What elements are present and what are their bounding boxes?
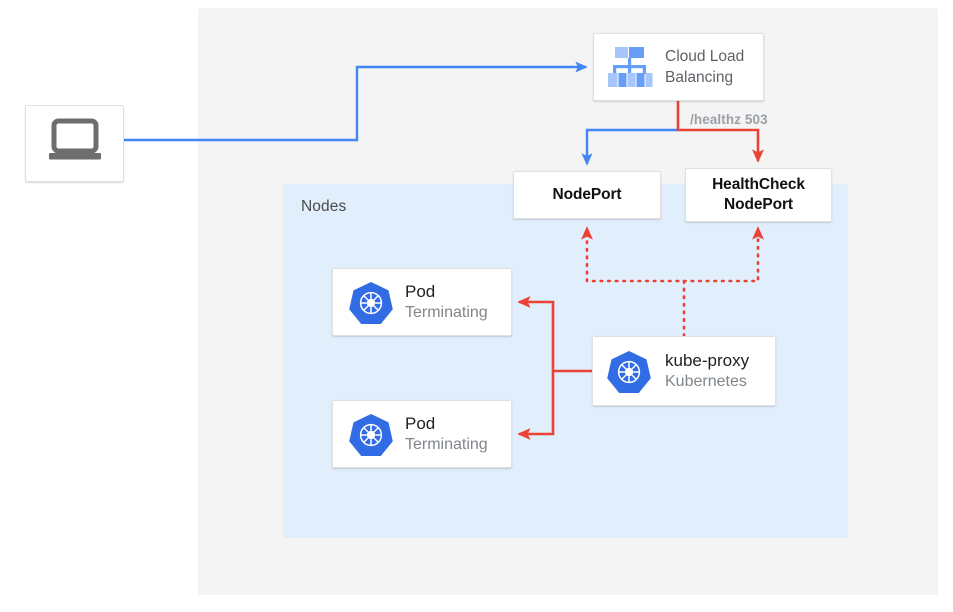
kubernetes-icon <box>607 349 651 393</box>
cloud-load-balancing-card[interactable]: Cloud Load Balancing <box>593 33 764 101</box>
nodeport-label: NodePort <box>552 186 622 204</box>
kube-proxy-text-block: kube-proxy Kubernetes <box>665 351 749 391</box>
pod-name: Pod <box>405 414 436 434</box>
pod-text-block: Pod Terminating <box>405 282 488 322</box>
pod-text-block: Pod Terminating <box>405 414 488 454</box>
pod-status: Terminating <box>405 435 488 453</box>
nodeport-card[interactable]: NodePort <box>513 171 661 219</box>
client-laptop-card[interactable] <box>25 105 124 182</box>
pod-name: Pod <box>405 282 436 302</box>
laptop-icon <box>46 118 104 169</box>
pod-card[interactable]: Pod Terminating <box>332 268 512 336</box>
healthcheck-nodeport-card[interactable]: HealthCheck NodePort <box>685 168 832 222</box>
pod-card[interactable]: Pod Terminating <box>332 400 512 468</box>
cloud-load-balancing-icon <box>607 46 653 88</box>
kube-proxy-subtitle: Kubernetes <box>665 372 747 390</box>
pod-status: Terminating <box>405 303 488 321</box>
cloud-load-balancing-label: Cloud Load Balancing <box>665 47 745 86</box>
nodes-region-label: Nodes <box>301 198 347 215</box>
kubernetes-icon <box>349 412 393 456</box>
kube-proxy-card[interactable]: kube-proxy Kubernetes <box>592 336 776 406</box>
kubernetes-icon <box>349 280 393 324</box>
kube-proxy-name: kube-proxy <box>665 351 750 371</box>
healthcheck-nodeport-label: HealthCheck NodePort <box>712 176 805 213</box>
healthz-status-label: /healthz 503 <box>690 112 768 127</box>
